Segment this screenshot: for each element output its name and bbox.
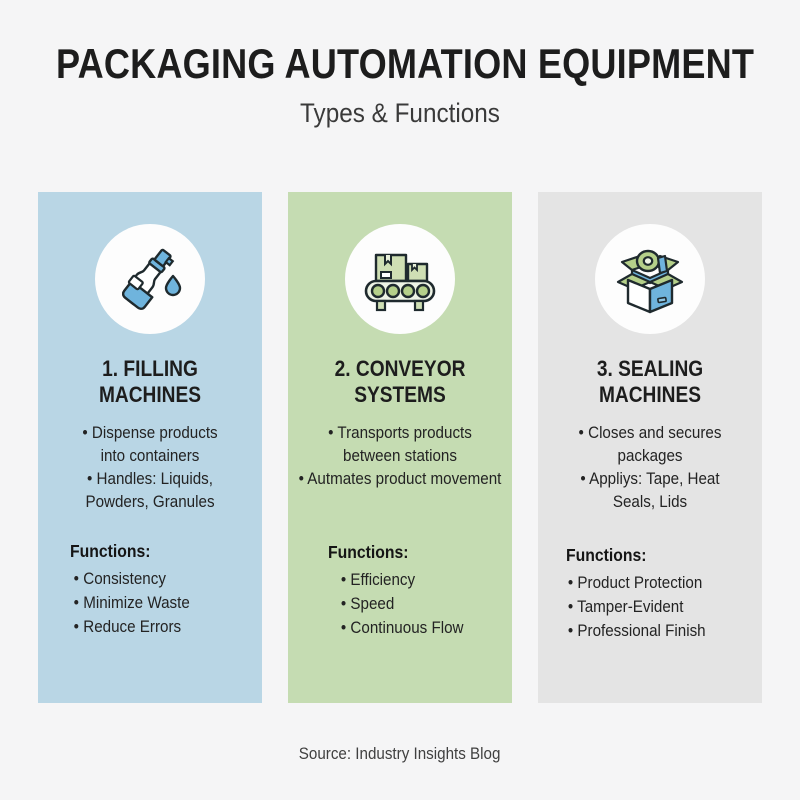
card-title-sealing: 3. SEALING MACHINES [596,356,704,407]
functions-block-conveyor: Functions: Efficiency Speed Continuous F… [298,542,502,641]
list-item: Product Protection [568,572,706,596]
icon-badge-filling [95,224,205,334]
list-item: Reduce Errors [74,616,190,640]
droplet-icon [164,274,182,297]
functions-list-conveyor: Efficiency Speed Continuous Flow [328,569,463,641]
page-subtitle: Types & Functions [300,98,500,129]
page-title: PACKAGING AUTOMATION EQUIPMENT [56,40,755,87]
card-filling-machines[interactable]: 1. FILLING MACHINES Dispense products in… [38,192,262,703]
functions-label: Functions: [328,542,409,563]
conveyor-belt-icon [364,253,436,312]
bullet-list-filling: Dispense products into containers Handle… [43,422,256,515]
list-item: Autmates product movement [287,468,513,491]
list-item: Speed [341,593,464,617]
icon-badge-conveyor [345,224,455,334]
card-title-filling: 1. FILLING MACHINES [98,356,202,407]
list-item: Continuous Flow [341,617,463,641]
list-item: Handles: Liquids, Powders, Granules [43,468,256,514]
list-item: Closes and secures packages [543,422,756,468]
functions-label: Functions: [566,544,647,565]
bullet-list-sealing: Closes and secures packages Appliys: Tap… [543,422,756,515]
list-item: Appliys: Tape, Heat Seals, Lids [543,468,756,514]
functions-list-sealing: Product Protection Tamper-Evident Profes… [566,572,706,644]
list-item: Dispense products into containers [43,422,256,468]
list-item: Consistency [74,568,190,592]
source-footer: Source: Industry Insights Blog [0,745,800,764]
functions-block-filling: Functions: Consistency Minimize Waste Re… [48,541,252,640]
source-text: Source: Industry Insights Blog [299,745,501,763]
list-item: Transports products between stations [287,422,513,468]
bullet-list-conveyor: Transports products between stations Aut… [287,422,513,492]
list-item: Professional Finish [568,620,705,644]
page-header: PACKAGING AUTOMATION EQUIPMENT Types & F… [0,0,800,129]
card-sealing-machines[interactable]: 3. SEALING MACHINES Closes and secures p… [538,192,762,703]
sealing-box-tape-icon [616,249,684,314]
icon-badge-sealing [595,224,705,334]
functions-list-filling: Consistency Minimize Waste Reduce Errors [70,568,190,640]
functions-label: Functions: [70,540,151,561]
list-item: Efficiency [341,569,464,593]
card-conveyor-systems[interactable]: 2. CONVEYOR SYSTEMS Transports products … [288,192,512,703]
list-item: Minimize Waste [74,592,190,616]
functions-block-sealing: Functions: Product Protection Tamper-Evi… [548,545,752,644]
cards-row: 1. FILLING MACHINES Dispense products in… [38,192,762,703]
card-title-conveyor: 2. CONVEYOR SYSTEMS [334,356,466,407]
list-item: Tamper-Evident [568,596,706,620]
filling-bottle-icon [122,248,182,310]
